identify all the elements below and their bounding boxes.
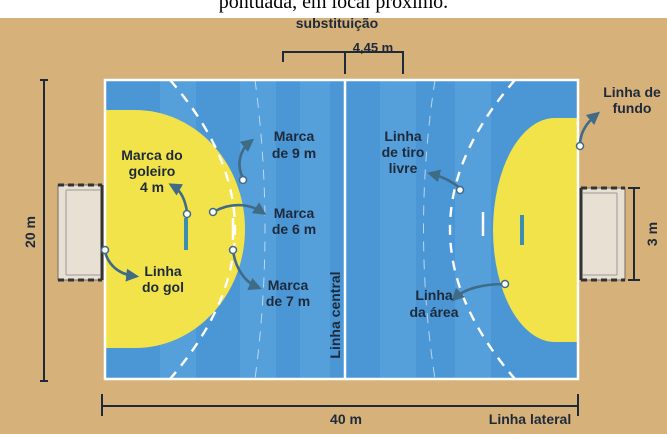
label-marca-goleiro-2: goleiro: [129, 163, 176, 179]
arrow-free-throw: [426, 169, 461, 190]
label-40m: 40 m: [330, 411, 362, 427]
bracket-3m: [628, 187, 640, 281]
dimension-lines: [40, 51, 640, 416]
label-linha-central: Linha central: [327, 271, 343, 358]
label-marca-9m-2: de 9 m: [272, 145, 316, 161]
label-3m: 3 m: [644, 222, 660, 246]
label-20m: 20 m: [22, 216, 38, 248]
court-boundary: [103, 78, 580, 381]
court: [103, 78, 580, 381]
arrow-end-line: [578, 111, 600, 146]
label-marca-6m-1: Marca: [274, 205, 315, 221]
label-marca-6m-2: de 6 m: [272, 221, 316, 237]
label-marca-goleiro-3: 4 m: [140, 179, 164, 195]
left-goal-area: [105, 110, 245, 348]
left-goal: [57, 183, 104, 282]
arrow-goalkeeper: [168, 183, 189, 213]
bracket-40m: [101, 394, 579, 416]
label-tiro-livre-2: de tiro: [382, 144, 425, 160]
label-linha-gol-1: Linha: [144, 263, 182, 279]
label-marca-9m-1: Marca: [274, 128, 315, 144]
arrow-goal-line: [103, 251, 140, 282]
label-linha-de-fundo-2: fundo: [613, 100, 652, 116]
left-free-throw-line: [169, 80, 237, 379]
label-linha-lateral: Linha lateral: [489, 411, 571, 427]
arrow-area-line: [451, 282, 506, 302]
callout-dots: [100, 141, 585, 289]
label-linha-area-2: da área: [409, 304, 458, 320]
label-tiro-livre-3: livre: [389, 160, 418, 176]
label-linha-de-fundo-1: Linha de: [603, 84, 661, 100]
arrow-9m: [238, 138, 255, 179]
bracket-20m: [40, 79, 48, 382]
label-marca-goleiro-1: Marca do: [121, 147, 182, 163]
label-substituicao: substituição: [296, 15, 378, 31]
arrow-6m: [212, 202, 267, 215]
right-free-throw-line: [448, 80, 516, 379]
callout-arrows: [103, 111, 600, 302]
cut-off-header-text: pontuada, em local próximo.: [218, 0, 449, 13]
label-tiro-livre-1: Linha: [384, 128, 422, 144]
label-445m: 4,45 m: [353, 40, 393, 55]
right-goal-area: [493, 118, 578, 342]
arrow-7m: [231, 249, 262, 290]
labels: substituição 4,45 m Linha de fundo Marca…: [22, 15, 661, 427]
label-linha-area-1: Linha: [415, 287, 453, 303]
right-goal: [579, 186, 626, 282]
court-stripes: [105, 80, 578, 379]
label-linha-gol-2: do gol: [142, 279, 184, 295]
label-marca-7m-2: de 7 m: [266, 293, 310, 309]
label-marca-7m-1: Marca: [268, 277, 309, 293]
